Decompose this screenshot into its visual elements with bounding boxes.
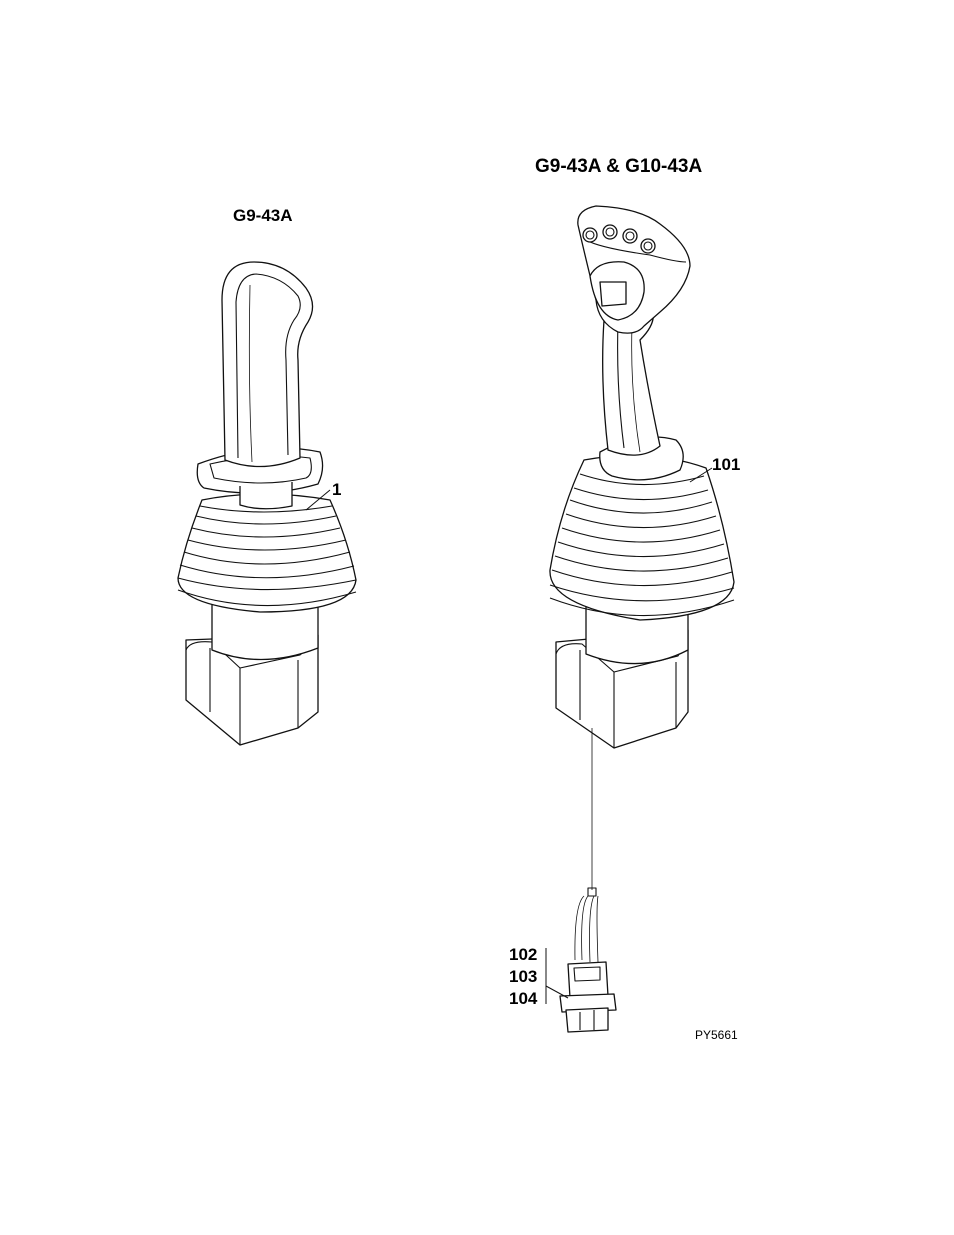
callout-103-label: 103 <box>509 967 537 986</box>
right-joystick <box>550 206 734 748</box>
callout-102-label: 102 <box>509 945 537 964</box>
callout-104-label: 104 <box>509 989 538 1008</box>
left-joystick-boot <box>178 494 356 612</box>
figure-code: PY5661 <box>695 1028 738 1042</box>
right-joystick-handle <box>578 206 690 455</box>
grip-button-4-icon <box>641 239 655 253</box>
grip-button-2-icon <box>603 225 617 239</box>
callout-102-104: 102 103 104 <box>509 945 568 1008</box>
right-title: G9-43A & G10-43A <box>535 156 702 177</box>
callout-1-label: 1 <box>332 480 341 499</box>
connector <box>560 962 616 1032</box>
grip-button-1-icon <box>583 228 597 242</box>
callout-101-label: 101 <box>712 455 740 474</box>
left-title: G9-43A <box>233 206 293 225</box>
left-joystick-handle <box>222 262 313 467</box>
left-joystick <box>178 262 356 745</box>
wire-harness <box>575 728 598 962</box>
grip-button-3-icon <box>623 229 637 243</box>
